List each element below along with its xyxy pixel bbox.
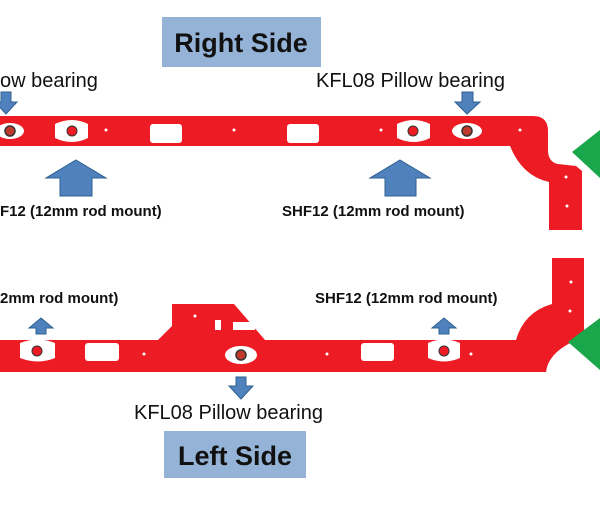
- green-arrow-top: [572, 130, 600, 178]
- green-arrow-bottom: [568, 318, 600, 370]
- top-left-mount-label: F12 (12mm rod mount): [0, 203, 162, 220]
- right-side-title: Right Side: [174, 28, 308, 58]
- arrow-down-icon: [227, 376, 255, 400]
- arrow-down-icon: [453, 91, 482, 115]
- arrow-up-icon: [368, 159, 432, 197]
- top-right-mount-label: SHF12 (12mm rod mount): [282, 203, 465, 220]
- right-side-plate: [0, 116, 582, 230]
- top-right-bearing-label: KFL08 Pillow bearing: [316, 70, 505, 92]
- arrow-up-icon: [430, 317, 458, 335]
- bottom-right-mount-label: SHF12 (12mm rod mount): [315, 290, 498, 307]
- left-side-plate: [0, 258, 584, 372]
- bottom-bearing-label: KFL08 Pillow bearing: [134, 402, 323, 424]
- top-left-bearing-label: ow bearing: [0, 70, 98, 92]
- arrow-down-icon: [0, 91, 19, 115]
- arrow-up-icon: [27, 317, 55, 335]
- arrow-up-icon: [44, 159, 108, 197]
- left-side-title: Left Side: [178, 441, 292, 471]
- bottom-left-mount-label: 2mm rod mount): [0, 290, 118, 307]
- right-side-title-box: [162, 17, 321, 67]
- left-side-title-box: [164, 431, 306, 478]
